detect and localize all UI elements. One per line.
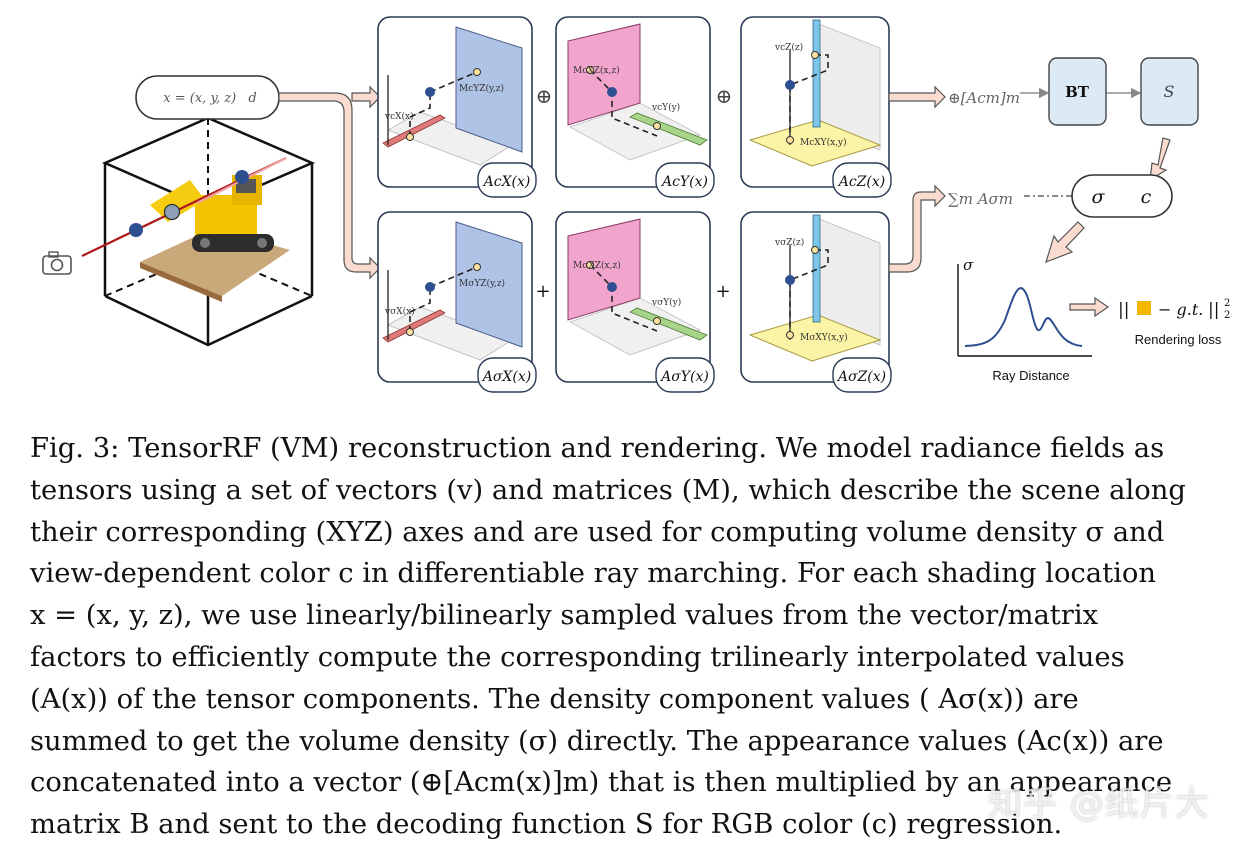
panel-bottom-y: MσXZ(x,z) vσY(y) AσY(x): [555, 211, 715, 393]
caption-line-4: view-dependent color c in differentiable…: [30, 558, 1156, 590]
caption-line-2: tensors using a set of vectors (v) and m…: [30, 474, 1186, 506]
vec-label-top-2-mat: McXZ(x,z): [573, 65, 620, 76]
caption-line-9: concatenated into a vector (⊕[Acm(x)]m) …: [30, 767, 1173, 799]
vec-label-top-2-vec: vcY(y): [651, 102, 680, 113]
svg-text:x = (x, y, z) d: x = (x, y, z) d: [163, 91, 256, 106]
panel-bottom-z: vσZ(z) MσXY(x,y) AσZ(x): [740, 211, 892, 393]
c-label: c: [1141, 186, 1152, 208]
concat-label: ⊕[Acm]m: [948, 89, 1020, 107]
sigma-label: σ: [1092, 186, 1106, 208]
caption-line-6: factors to efficiently compute the corre…: [30, 641, 1125, 673]
vec-label-bot-2-vec: vσY(y): [651, 297, 681, 308]
svg-text:− g.t.: − g.t.: [1158, 300, 1203, 319]
op-bot-1: +: [535, 281, 550, 302]
vec-label-bot-2-mat: MσXZ(x,z): [573, 260, 621, 271]
bt-box: [1048, 57, 1107, 126]
panel-top-y: McXZ(x,z) vcY(y) AcY(x): [555, 16, 715, 198]
panel-label-top-3: AcZ(x): [837, 174, 886, 190]
caption-line-8: summed to get the volume density (σ) dir…: [30, 725, 1164, 757]
svg-text:||: ||: [1208, 300, 1219, 320]
caption-line-10: matrix B and sent to the decoding functi…: [30, 809, 1063, 841]
camera-icon: [42, 251, 72, 275]
caption-line-1: Fig. 3: TensorRF (VM) reconstruction and…: [30, 433, 1165, 464]
vec-label-bot-3-vec: vσZ(z): [774, 237, 804, 248]
s-label: S: [1164, 82, 1175, 101]
input-d: d: [248, 91, 256, 106]
panel-label-bot-2: AσY(x): [659, 369, 709, 385]
vec-label-top-1-mat: McYZ(y,z): [459, 83, 504, 94]
panel-label-bot-1: AσX(x): [481, 369, 531, 385]
panel-label-top-2: AcY(x): [660, 174, 708, 190]
panel-label-top-1: AcX(x): [482, 174, 531, 190]
scene-cube: [81, 116, 316, 347]
loss-label: Rendering loss: [1135, 332, 1222, 347]
s-box: [1140, 57, 1199, 126]
svg-text:2: 2: [1224, 298, 1230, 309]
figure: x = (x, y, z) d McYZ(y,z) vcX(x) AcX(x) …: [42, 16, 1230, 393]
vec-label-bot-1-mat: MσYZ(y,z): [459, 278, 505, 289]
watermark: 知乎 @纸片大: [988, 784, 1210, 824]
vec-label-top-3-mat: McXY(x,y): [800, 137, 847, 148]
pipeline-arrows: [888, 85, 1171, 318]
figure-caption: Fig. 3: TensorRF (VM) reconstruction and…: [30, 428, 1242, 846]
loss-color-square: [1137, 301, 1151, 315]
input-x-eq: x = (x, y, z): [163, 91, 236, 106]
svg-text:2: 2: [1224, 310, 1230, 321]
panel-top-z: vcZ(z) McXY(x,y) AcZ(x): [740, 16, 892, 198]
bt-label: BT: [1065, 83, 1090, 101]
op-top-1: ⊕: [536, 84, 553, 108]
vec-label-top-3-vec: vcZ(z): [774, 42, 803, 53]
vec-label-bot-1-vec: vσX(x): [384, 306, 415, 317]
plot-xlabel: Ray Distance: [992, 368, 1069, 383]
sigma-c-box: [1071, 174, 1173, 218]
svg-text:||: ||: [1118, 300, 1129, 320]
density-plot: σ Ray Distance: [957, 256, 1092, 383]
panel-bottom-x: MσYZ(y,z) vσX(x) AσX(x): [377, 211, 537, 393]
vec-label-bot-3-mat: MσXY(x,y): [800, 332, 848, 343]
vec-label-top-1-vec: vcX(x): [384, 111, 414, 122]
input-box: x = (x, y, z) d: [135, 75, 280, 120]
input-arrows: [278, 85, 381, 280]
caption-line-5: x = (x, y, z), we use linearly/bilinearl…: [30, 600, 1099, 632]
panel-label-bot-3: AσZ(x): [836, 369, 886, 385]
plot-ylabel: σ: [963, 256, 974, 274]
caption-line-3: their corresponding (XYZ) axes and are u…: [30, 516, 1165, 548]
loss-formula: || − g.t. || 2 2 Rendering loss: [1118, 298, 1230, 347]
sum-label: ∑m Aσm: [948, 190, 1013, 208]
op-top-2: ⊕: [716, 84, 733, 108]
panel-top-x: McYZ(y,z) vcX(x) AcX(x): [377, 16, 537, 198]
op-bot-2: +: [715, 281, 730, 302]
caption-line-7: (A(x)) of the tensor components. The den…: [30, 683, 1079, 715]
